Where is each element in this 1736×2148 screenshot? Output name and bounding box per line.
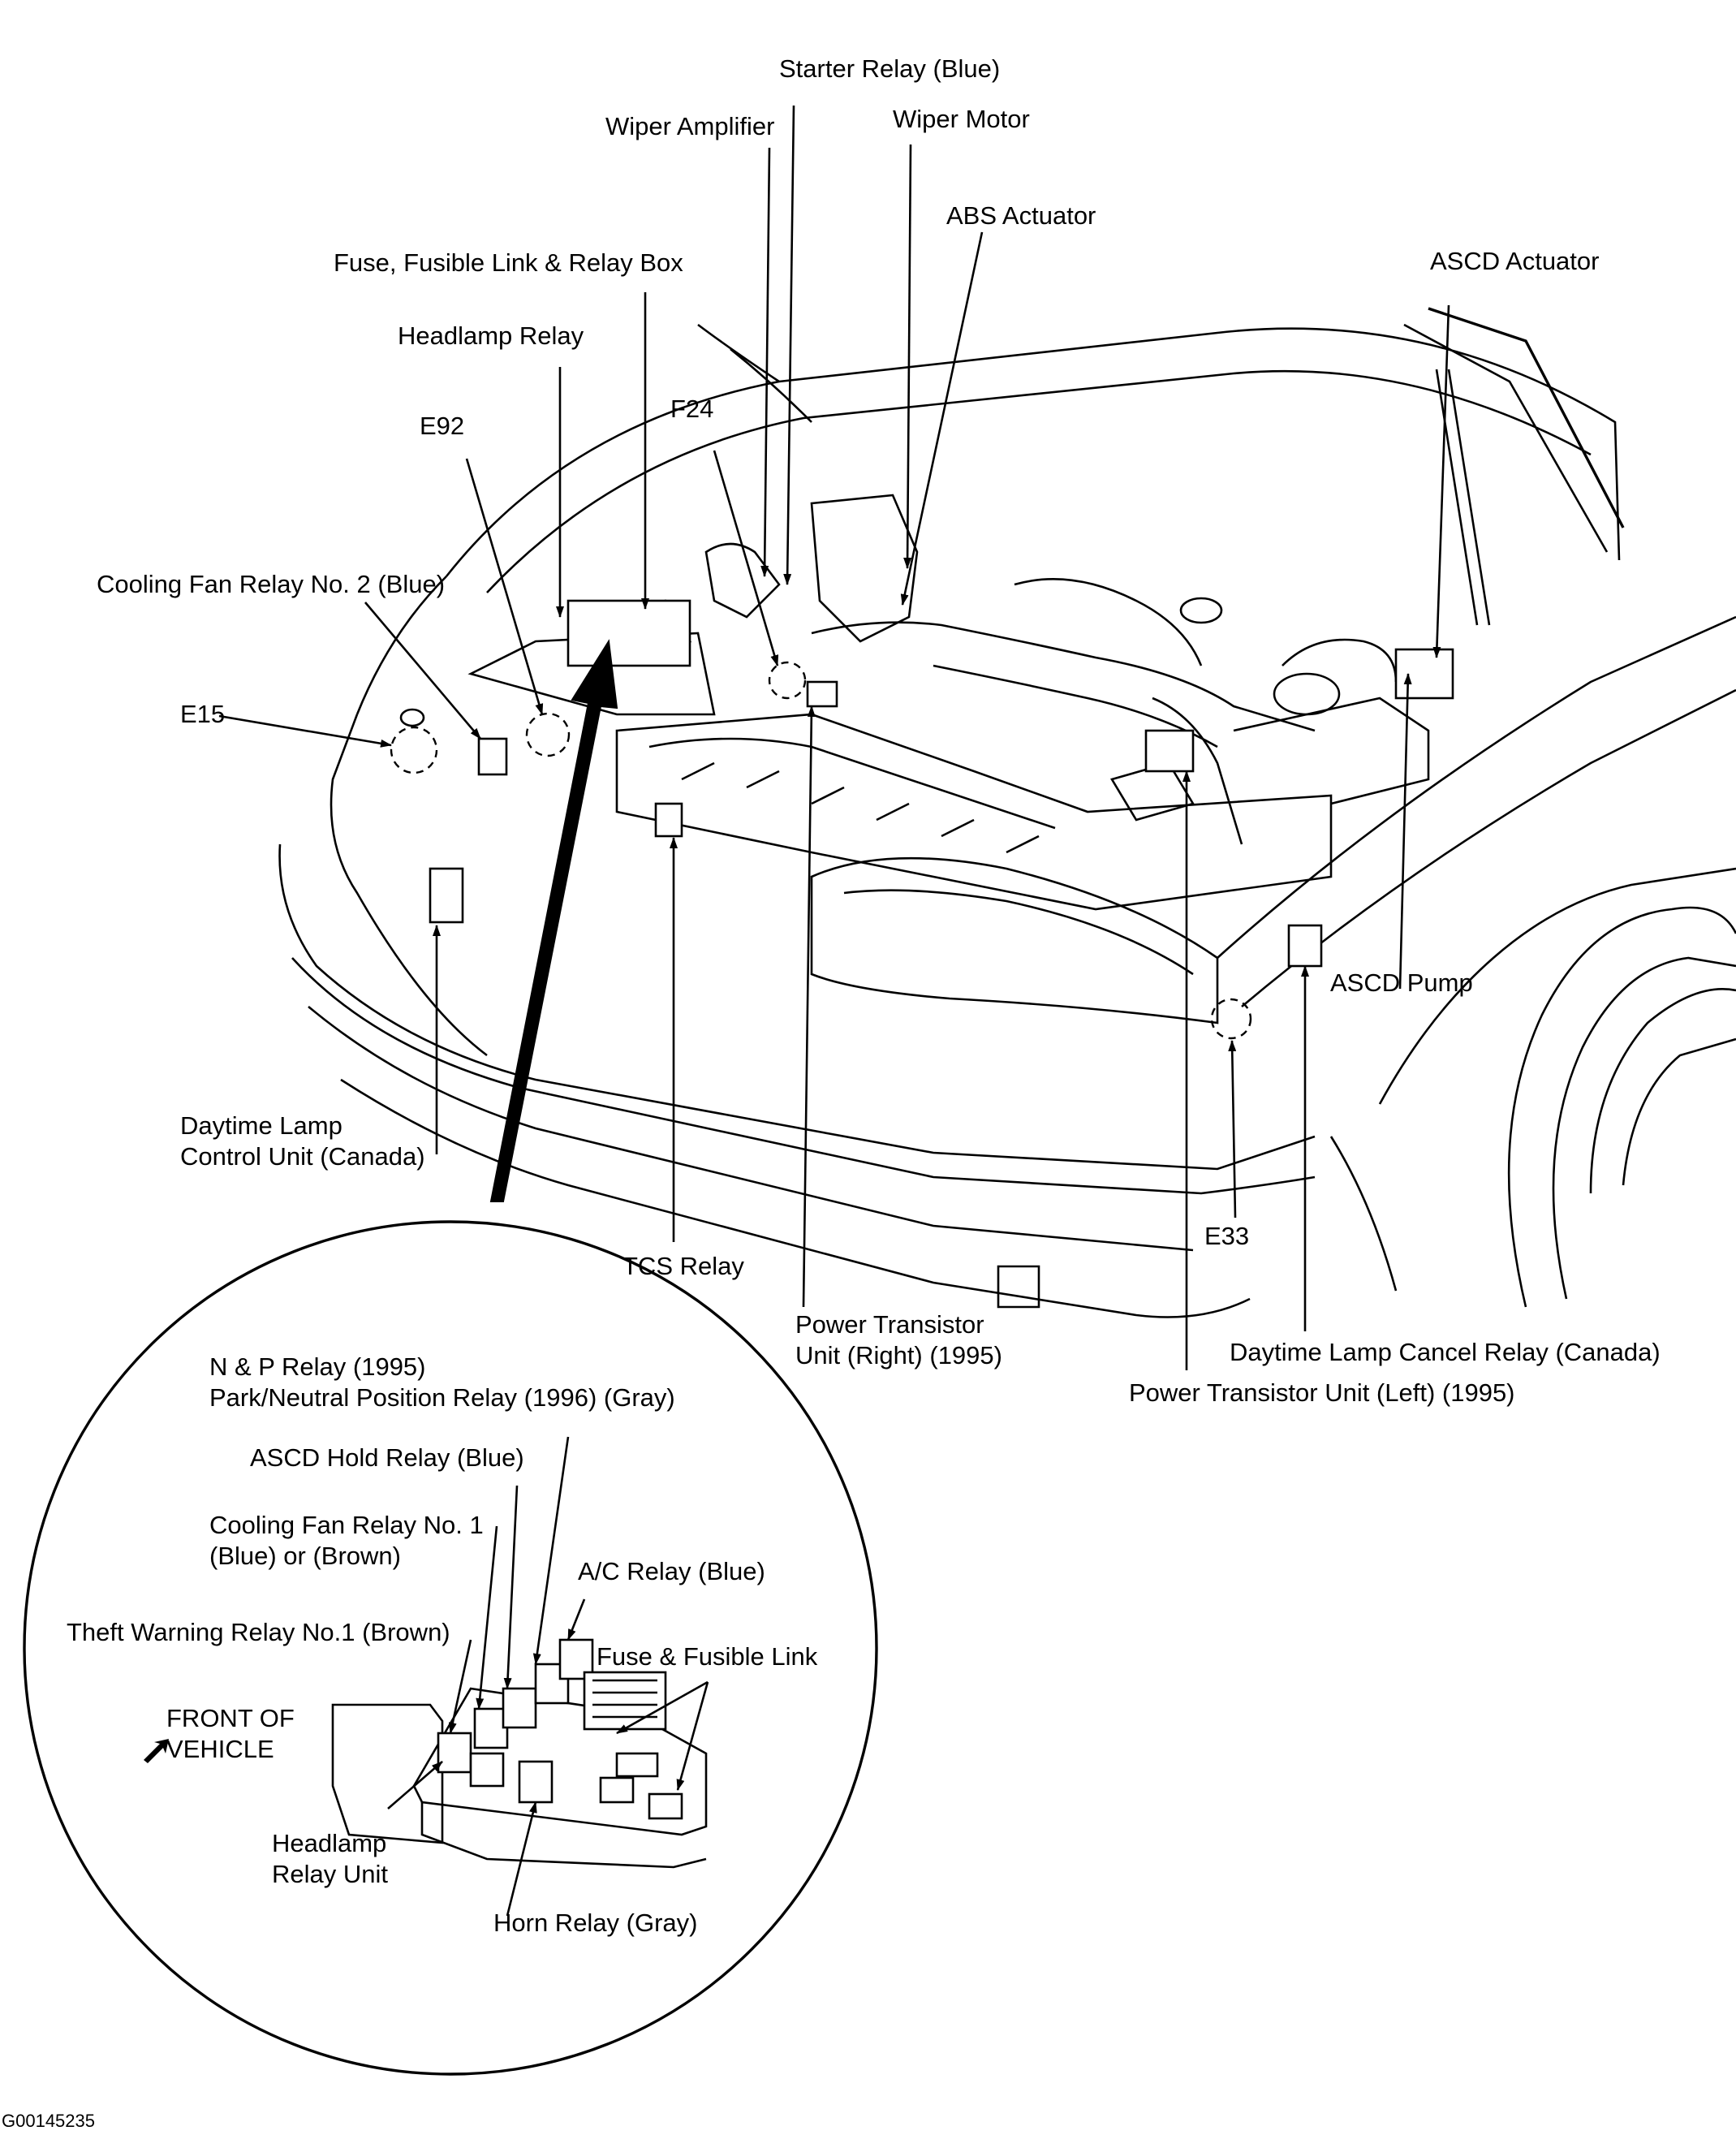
leader-lines [218, 105, 1450, 1370]
label-abs-actuator: ABS Actuator [946, 201, 1096, 230]
connector-locations [390, 661, 1252, 1040]
ascd-pump [1287, 924, 1323, 968]
label-power-transistor-right-line1: Power Transistor [795, 1310, 984, 1339]
label-headlamp-relay-unit-line2: Relay Unit [272, 1860, 388, 1888]
vehicle-outline [278, 307, 1736, 1318]
label-power-transistor-right-line2: Unit (Right) (1995) [795, 1341, 1002, 1369]
label-theft-warning-relay: Theft Warning Relay No.1 (Brown) [67, 1618, 450, 1646]
label-headlamp-relay-unit: Headlamp Relay Unit [272, 1828, 388, 1890]
label-wiper-motor: Wiper Motor [893, 105, 1030, 133]
power-transistor-right [806, 680, 838, 708]
daytime-lamp-control-unit [429, 867, 464, 924]
label-daytime-lamp-cancel: Daytime Lamp Cancel Relay (Canada) [1230, 1338, 1661, 1366]
label-cooling-fan-relay-1-line2: (Blue) or (Brown) [209, 1542, 401, 1570]
e33-connector [1210, 998, 1252, 1040]
label-front-of-vehicle-line2: VEHICLE [166, 1735, 274, 1763]
label-starter-relay: Starter Relay (Blue) [779, 54, 1001, 83]
tcs-relay [654, 802, 683, 838]
figure-id: G00145235 [2, 2111, 95, 2131]
label-e92: E92 [420, 412, 465, 440]
label-horn-relay: Horn Relay (Gray) [493, 1909, 698, 1937]
label-np-relay-line1: N & P Relay (1995) [209, 1352, 426, 1381]
label-cooling-fan-relay-1: Cooling Fan Relay No. 1 (Blue) or (Brown… [209, 1510, 484, 1572]
label-wiper-amplifier: Wiper Amplifier [605, 112, 775, 140]
inset-leader-lines [387, 1436, 709, 1917]
label-fuse-box: Fuse, Fusible Link & Relay Box [334, 248, 683, 277]
ascd-actuator [1394, 648, 1454, 700]
relay-box [566, 599, 691, 667]
label-np-relay: N & P Relay (1995) Park/Neutral Position… [209, 1352, 675, 1413]
label-daytime-lamp-control: Daytime Lamp Control Unit (Canada) [180, 1111, 425, 1172]
label-front-of-vehicle-line1: FRONT OF [166, 1704, 295, 1732]
label-fuse-fusible-link: Fuse & Fusible Link [597, 1642, 818, 1671]
e92-connector [525, 712, 571, 757]
inset-circle [23, 1220, 878, 2076]
label-cooling-fan-relay-1-line1: Cooling Fan Relay No. 1 [209, 1511, 484, 1539]
label-daytime-lamp-control-line1: Daytime Lamp [180, 1111, 342, 1140]
label-headlamp-relay: Headlamp Relay [398, 321, 584, 350]
label-headlamp-relay-unit-line1: Headlamp [272, 1829, 387, 1857]
power-transistor-left [1144, 729, 1195, 773]
label-tcs-relay: TCS Relay [622, 1252, 744, 1280]
label-f24: F24 [670, 395, 714, 423]
label-np-relay-line2: Park/Neutral Position Relay (1996) (Gray… [209, 1383, 675, 1412]
f24-connector [768, 661, 807, 700]
label-ascd-actuator: ASCD Actuator [1430, 247, 1600, 275]
inset-relay-box [331, 1638, 708, 1869]
label-ascd-hold-relay: ASCD Hold Relay (Blue) [250, 1443, 524, 1472]
label-power-transistor-left: Power Transistor Unit (Left) (1995) [1129, 1378, 1515, 1407]
label-e33: E33 [1204, 1222, 1250, 1250]
label-cooling-fan-relay-2: Cooling Fan Relay No. 2 (Blue) [97, 570, 446, 598]
e15-connector [390, 726, 438, 774]
label-e15: E15 [180, 700, 226, 728]
label-front-of-vehicle: FRONT OF VEHICLE [166, 1703, 295, 1765]
label-ascd-pump: ASCD Pump [1330, 968, 1473, 997]
inset-pointer-arrow [489, 639, 618, 1202]
cooling-fan-relay-2 [477, 737, 508, 776]
label-power-transistor-right: Power Transistor Unit (Right) (1995) [795, 1309, 1002, 1371]
label-ac-relay: A/C Relay (Blue) [578, 1557, 765, 1585]
components [429, 599, 1454, 968]
label-daytime-lamp-control-line2: Control Unit (Canada) [180, 1142, 425, 1171]
arrow-up-left-icon [144, 1739, 169, 1763]
